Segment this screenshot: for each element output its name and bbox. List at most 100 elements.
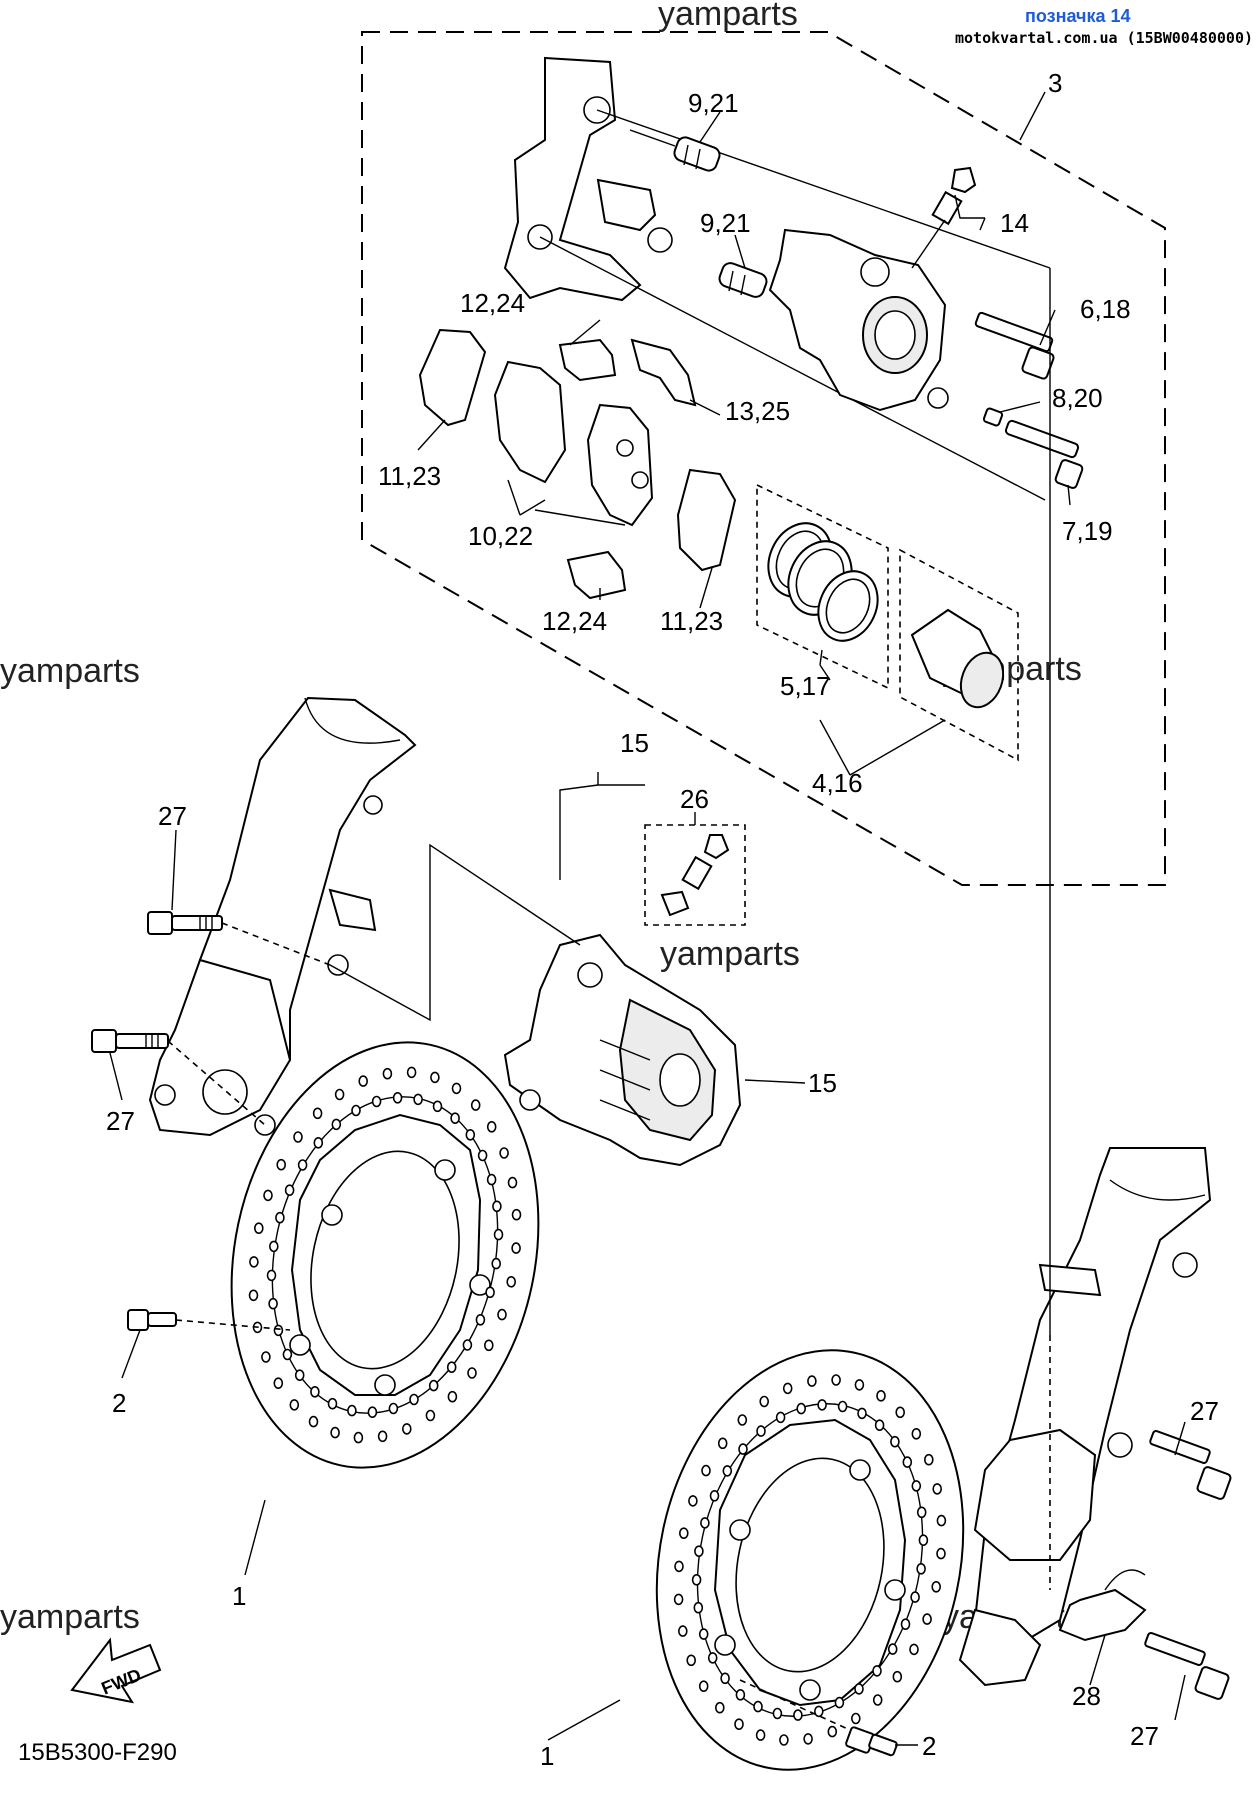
disc-bolt-2-left [127,1309,177,1331]
callout-2-right: 2 [922,1731,936,1761]
disc-drill-hole [831,1374,841,1386]
disc-drill-hole [916,1563,926,1575]
disc-drill-hole [772,1707,783,1720]
disc-drill-hole [673,1593,684,1606]
disc-drill-hole [722,1465,733,1477]
disc-drill-hole [807,1375,817,1387]
disc-drill-hole [483,1339,494,1352]
callout-2-left: 2 [112,1388,126,1418]
callout-14: 14 [1000,208,1029,238]
disc-drill-hole [331,1118,342,1131]
fwd-arrow-icon: FWD [70,1637,162,1704]
disc-drill-hole [691,1574,702,1586]
disc-drill-hole [497,1308,507,1321]
disc-drill-hole [918,1534,929,1546]
disc-drill-hole [922,1613,932,1625]
disc-drill-hole [872,1694,883,1706]
disc-drill-hole [382,1067,393,1080]
callout-12-24-upper: 12,24 [460,288,525,318]
callout-26: 26 [680,784,709,814]
disc-drill-hole [834,1696,845,1709]
disc-drill-hole [282,1348,293,1361]
disc-drill-hole [294,1369,305,1381]
bolt-27-right-upper [1149,1430,1232,1500]
disc-drill-hole [308,1415,319,1428]
pad-spring [596,178,657,232]
disc-drill-hole [854,1683,864,1695]
callout-12-24-lower: 12,24 [542,606,607,636]
brake-disc-left [230,1041,540,1469]
bolt-27-left-upper [147,911,223,935]
disc-drill-hole [276,1158,287,1171]
disc-drill-hole [827,1725,838,1738]
disc-drill-hole [248,1289,259,1302]
callout-9-21-lower: 9,21 [700,208,751,238]
disc-drill-hole [793,1709,803,1721]
disc-drill-hole [450,1112,460,1124]
disc-drill-hole [491,1257,502,1270]
disc-drill-hole [371,1095,382,1108]
leader-lines [109,91,1186,1746]
disc-drill-hole [492,1200,502,1213]
callout-13-25: 13,25 [725,396,790,426]
disc-drill-hole [895,1406,906,1419]
watermark: yamparts [658,0,798,33]
callout-27-left-upper: 27 [158,801,187,831]
disc-drill-hole [486,1121,497,1133]
disc-drill-hole [273,1324,284,1337]
disc-drill-hole [430,1071,440,1084]
disc-drill-hole [686,1654,697,1667]
disc-drill-hole [923,1453,934,1466]
disc-drill-hole [506,1276,517,1288]
caliper-body [768,228,949,412]
callout-4-16: 4,16 [812,768,863,798]
boot-9-21-upper [673,136,721,172]
disc-drill-hole [462,1339,473,1351]
disc-drill-hole [677,1625,688,1637]
disc-drill-hole [406,1066,417,1079]
disc-drill-hole [275,1211,285,1224]
disc-drill-hole [358,1075,369,1087]
disc-drill-hole [717,1437,728,1450]
callout-27-right-lower: 27 [1130,1721,1159,1751]
disc-drill-hole [327,1397,338,1410]
callout-1-right: 1 [540,1741,554,1771]
disc-drill-hole [775,1411,786,1424]
disc-drill-hole [273,1377,284,1389]
disc-drill-hole [916,1506,927,1519]
disc-drill-hole [714,1701,725,1714]
disc-drill-hole [428,1379,439,1392]
disc-drill-hole [837,1400,848,1413]
pad-shim [630,338,697,407]
piston-seals-boundary [756,483,889,690]
disc-drill-hole [910,1591,920,1603]
disc-drill-hole [477,1149,488,1162]
disc-drill-hole [392,1092,403,1104]
callout-7-19: 7,19 [1062,516,1113,546]
disc-drill-hole [900,1618,911,1630]
disc-drill-hole [738,1443,748,1455]
disc-drill-hole [470,1099,481,1111]
disc-drill-hole [932,1483,943,1495]
disc-drill-hole [310,1386,320,1398]
disc-drill-hole [876,1390,886,1402]
disc-drill-hole [936,1547,946,1560]
callout-6-18: 6,18 [1080,294,1131,324]
disc-drill-hole [678,1527,689,1539]
watermark: yamparts [0,652,140,690]
fork-leg-left [148,696,417,1137]
disc-drill-hole [701,1464,711,1477]
disc-drill-hole [313,1137,324,1149]
disc-drill-hole [467,1367,477,1379]
disc-drill-hole [698,1680,709,1692]
disc-drill-hole [249,1256,259,1268]
bolt-27-left-lower [91,1029,169,1053]
disc-drill-hole [266,1269,277,1282]
disc-drill-hole [263,1189,273,1202]
disc-drill-hole [268,1240,279,1253]
brake-pad-right-outer [676,468,737,572]
pin-7-19 [1004,419,1084,489]
disc-drill-hole [425,1409,436,1422]
disc-drill-hole [911,1428,922,1440]
